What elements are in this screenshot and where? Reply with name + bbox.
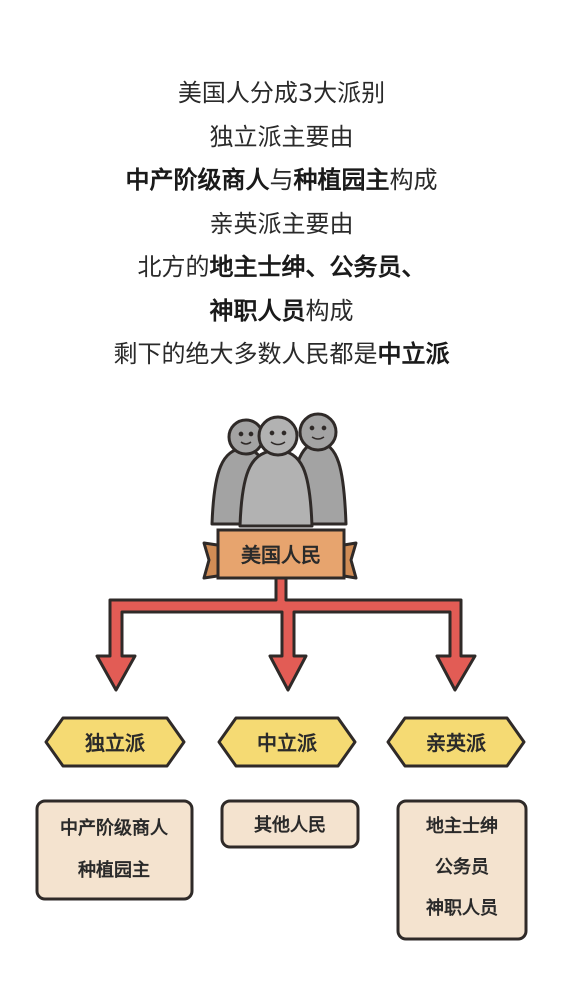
intro-line: 美国人分成3大派别: [0, 72, 563, 116]
faction-tag-label: 亲英派: [426, 731, 487, 755]
faction-tag-neutral: 中立派: [217, 716, 357, 768]
member-label: 其他人民: [254, 814, 326, 836]
member-label: 神职人员: [426, 897, 498, 919]
member-box-neutral: 其他人民: [220, 799, 360, 849]
intro-segment: 美国人分成3大派别: [177, 79, 386, 107]
intro-line: 北方的地主士绅、公务员、: [0, 246, 563, 290]
intro-emphasis: 地主士绅、公务员、: [209, 253, 426, 281]
intro-segment: 构成: [389, 166, 438, 194]
faction-tag-label: 中立派: [257, 731, 318, 755]
intro-emphasis: 中立派: [377, 340, 450, 368]
member-label: 种植园主: [77, 859, 150, 881]
member-box-independence: 中产阶级商人 种植园主: [35, 799, 194, 901]
branch-arrows: [95, 576, 477, 692]
intro-segment: 独立派主要由: [209, 122, 354, 151]
intro-line: 中产阶级商人与种植园主构成: [0, 159, 563, 203]
intro-segment: 北方的: [137, 253, 210, 281]
member-label: 地主士绅: [426, 815, 498, 837]
member-label: 中产阶级商人: [60, 817, 169, 839]
intro-emphasis: 中产阶级商人: [125, 166, 270, 194]
intro-line: 亲英派主要由: [0, 203, 563, 247]
faction-tag-loyalist: 亲英派: [386, 716, 526, 768]
faction-tag-label: 独立派: [85, 731, 146, 755]
intro-segment: 亲英派主要由: [209, 209, 354, 238]
intro-segment: 与: [269, 166, 294, 194]
intro-text: 美国人分成3大派别独立派主要由中产阶级商人与种植园主构成亲英派主要由北方的地主士…: [0, 72, 563, 377]
intro-segment: 构成: [305, 296, 354, 325]
intro-line: 独立派主要由: [0, 116, 563, 160]
intro-emphasis: 种植园主: [293, 166, 390, 194]
intro-line: 神职人员构成: [0, 290, 563, 334]
people-figures-illustration: [210, 412, 348, 528]
intro-line: 剩下的绝大多数人民都是中立派: [0, 333, 563, 377]
root-banner: 美国人民: [202, 528, 358, 580]
member-box-loyalist: 地主士绅 公务员 神职人员: [396, 799, 528, 941]
people-faces: [238, 425, 327, 446]
intro-emphasis: 神职人员: [209, 296, 306, 325]
root-banner-label: 美国人民: [241, 543, 321, 567]
intro-segment: 剩下的绝大多数人民都是: [113, 340, 378, 368]
faction-tag-independence: 独立派: [44, 716, 186, 768]
member-label: 公务员: [435, 856, 489, 878]
